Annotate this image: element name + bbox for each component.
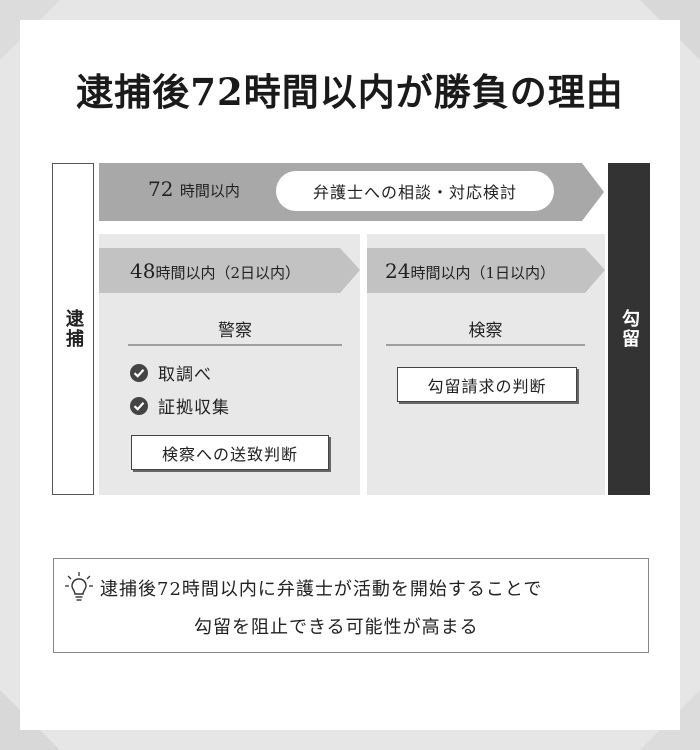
arrow-24h: [367, 248, 605, 293]
arrest-box: 逮捕: [52, 163, 94, 495]
arrow-48h-unit: 時間以内（2日以内）: [155, 264, 300, 282]
page-title: 逮捕後72時間以内が勝負の理由: [76, 70, 624, 114]
detention-box: 勾留: [608, 163, 650, 495]
arrow-48h-number: 48: [130, 259, 156, 283]
arrow-24h-label: 24時間以内（1日以内）: [385, 259, 555, 283]
police-item-interrogation: 取調べ: [130, 360, 212, 385]
note-line-1: 逮捕後72時間以内に弁護士が活動を開始することで: [100, 579, 543, 600]
police-item-evidence: 証拠収集: [130, 393, 230, 418]
prosecution-action-box: 勾留請求の判断: [397, 367, 577, 402]
arrow-72h-number: 72: [148, 177, 174, 201]
arrow-48h: [99, 248, 360, 293]
consult-pill: 弁護士への相談・対応検討: [276, 171, 554, 211]
police-item-label: 証拠収集: [158, 398, 230, 418]
arrow-48h-label: 48時間以内（2日以内）: [130, 259, 300, 283]
check-circle-icon: [130, 396, 148, 415]
arrow-24h-unit: 時間以内（1日以内）: [410, 264, 555, 282]
lightbulb-icon: [65, 572, 93, 601]
police-title: 警察: [218, 321, 252, 341]
arrow-72h-unit: 時間以内: [179, 182, 240, 200]
police-action-box: 検察への送致判断: [131, 435, 329, 470]
arrow-24h-number: 24: [385, 259, 411, 283]
note-box: 逮捕後72時間以内に弁護士が活動を開始することで 勾留を阻止できる可能性が高まる: [53, 558, 649, 653]
arrest-label: 逮捕: [63, 309, 84, 349]
arrow-72h-label: 72 時間以内: [148, 177, 240, 201]
check-circle-icon: [130, 363, 148, 382]
detention-label: 勾留: [619, 309, 640, 349]
prosecution-title: 検察: [468, 321, 503, 341]
note-line-2: 勾留を阻止できる可能性が高まる: [194, 617, 479, 638]
police-item-label: 取調べ: [158, 365, 212, 385]
